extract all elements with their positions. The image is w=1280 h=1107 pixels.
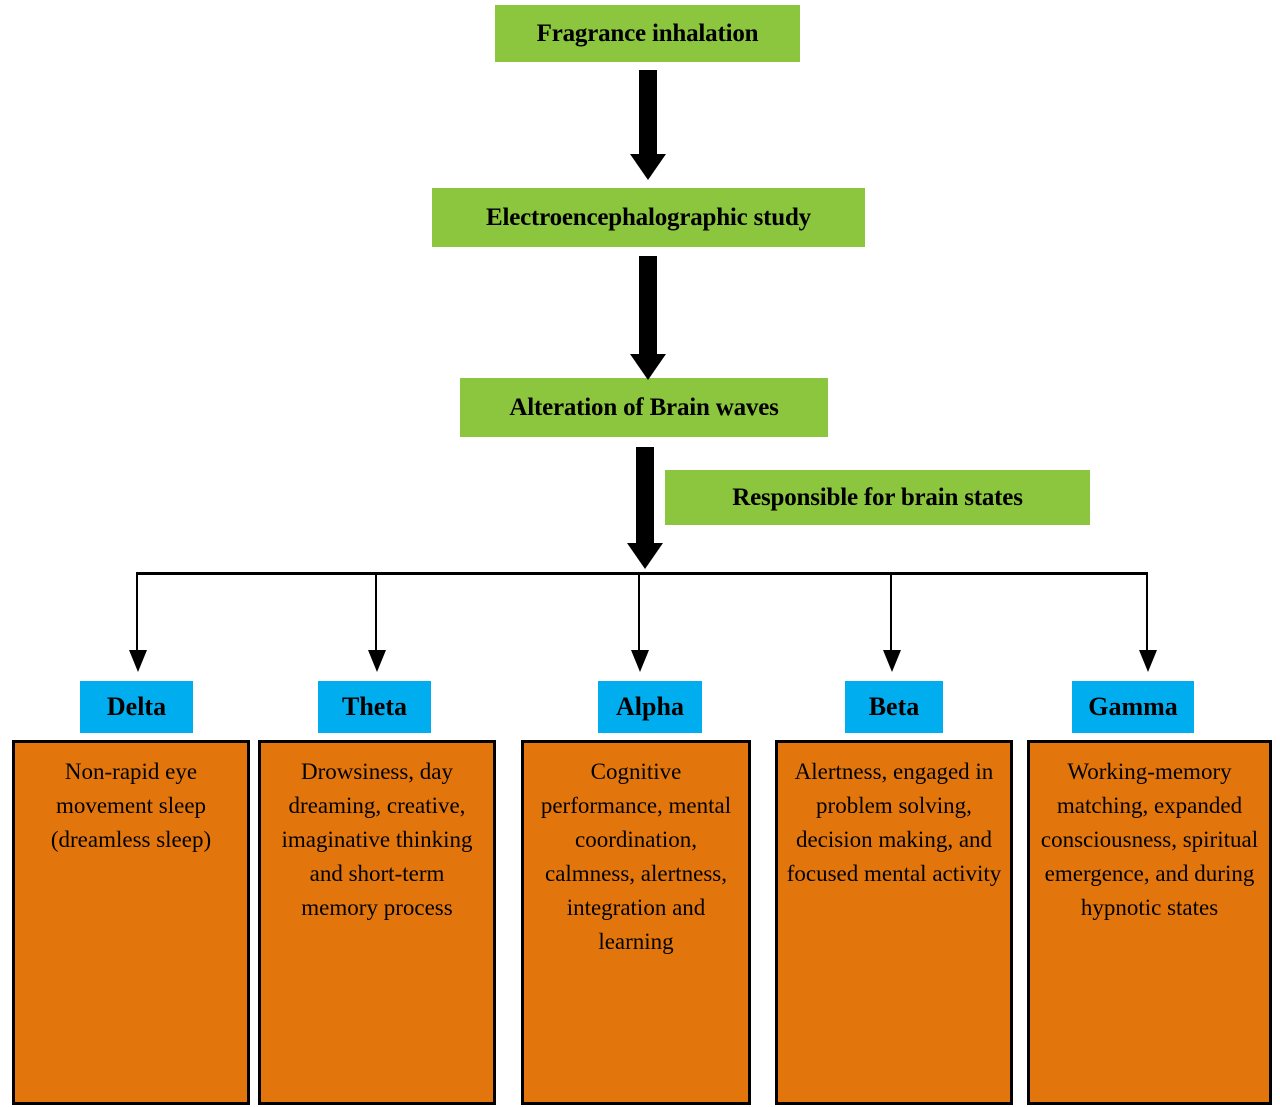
down-arrow-icon-3 xyxy=(627,447,663,569)
wave-description-beta: Alertness, engaged in problem solving, d… xyxy=(775,740,1013,1105)
down-arrow-icon-2 xyxy=(630,256,666,380)
branch-arrow-icon-theta xyxy=(368,650,386,672)
arrow-head xyxy=(627,543,663,569)
branch-line-alpha xyxy=(638,572,640,658)
arrow-stem xyxy=(639,70,657,154)
wave-label-delta: Delta xyxy=(80,681,193,733)
process-box-fragrance-inhalation: Fragrance inhalation xyxy=(495,5,800,62)
wave-description-gamma: Working-memory matching, expanded consci… xyxy=(1027,740,1272,1105)
branch-arrow-icon-alpha xyxy=(631,650,649,672)
branch-line-gamma xyxy=(1146,572,1148,658)
arrow-stem xyxy=(636,447,654,543)
process-box-alteration-of-brain-waves: Alteration of Brain waves xyxy=(460,378,828,437)
branch-arrow-icon-beta xyxy=(883,650,901,672)
branch-line-beta xyxy=(890,572,892,658)
arrow-head xyxy=(630,154,666,180)
branch-line-delta xyxy=(136,572,138,658)
note-box-responsible-for-brain-states: Responsible for brain states xyxy=(665,470,1090,525)
arrow-head xyxy=(630,354,666,380)
process-box-electroencephalographic-study: Electroencephalographic study xyxy=(432,188,865,247)
wave-label-gamma: Gamma xyxy=(1072,681,1194,733)
wave-description-delta: Non-rapid eye movement sleep (dreamless … xyxy=(12,740,250,1105)
branch-horizontal-line xyxy=(136,572,1148,575)
wave-description-theta: Drowsiness, day dreaming, creative, imag… xyxy=(258,740,496,1105)
wave-label-beta: Beta xyxy=(845,681,943,733)
branch-arrow-icon-gamma xyxy=(1139,650,1157,672)
wave-label-theta: Theta xyxy=(318,681,431,733)
branch-line-theta xyxy=(375,572,377,658)
arrow-stem xyxy=(639,256,657,354)
wave-description-alpha: Cognitive performance, mental coordinati… xyxy=(521,740,751,1105)
wave-label-alpha: Alpha xyxy=(598,681,702,733)
down-arrow-icon-1 xyxy=(630,70,666,180)
branch-arrow-icon-delta xyxy=(129,650,147,672)
